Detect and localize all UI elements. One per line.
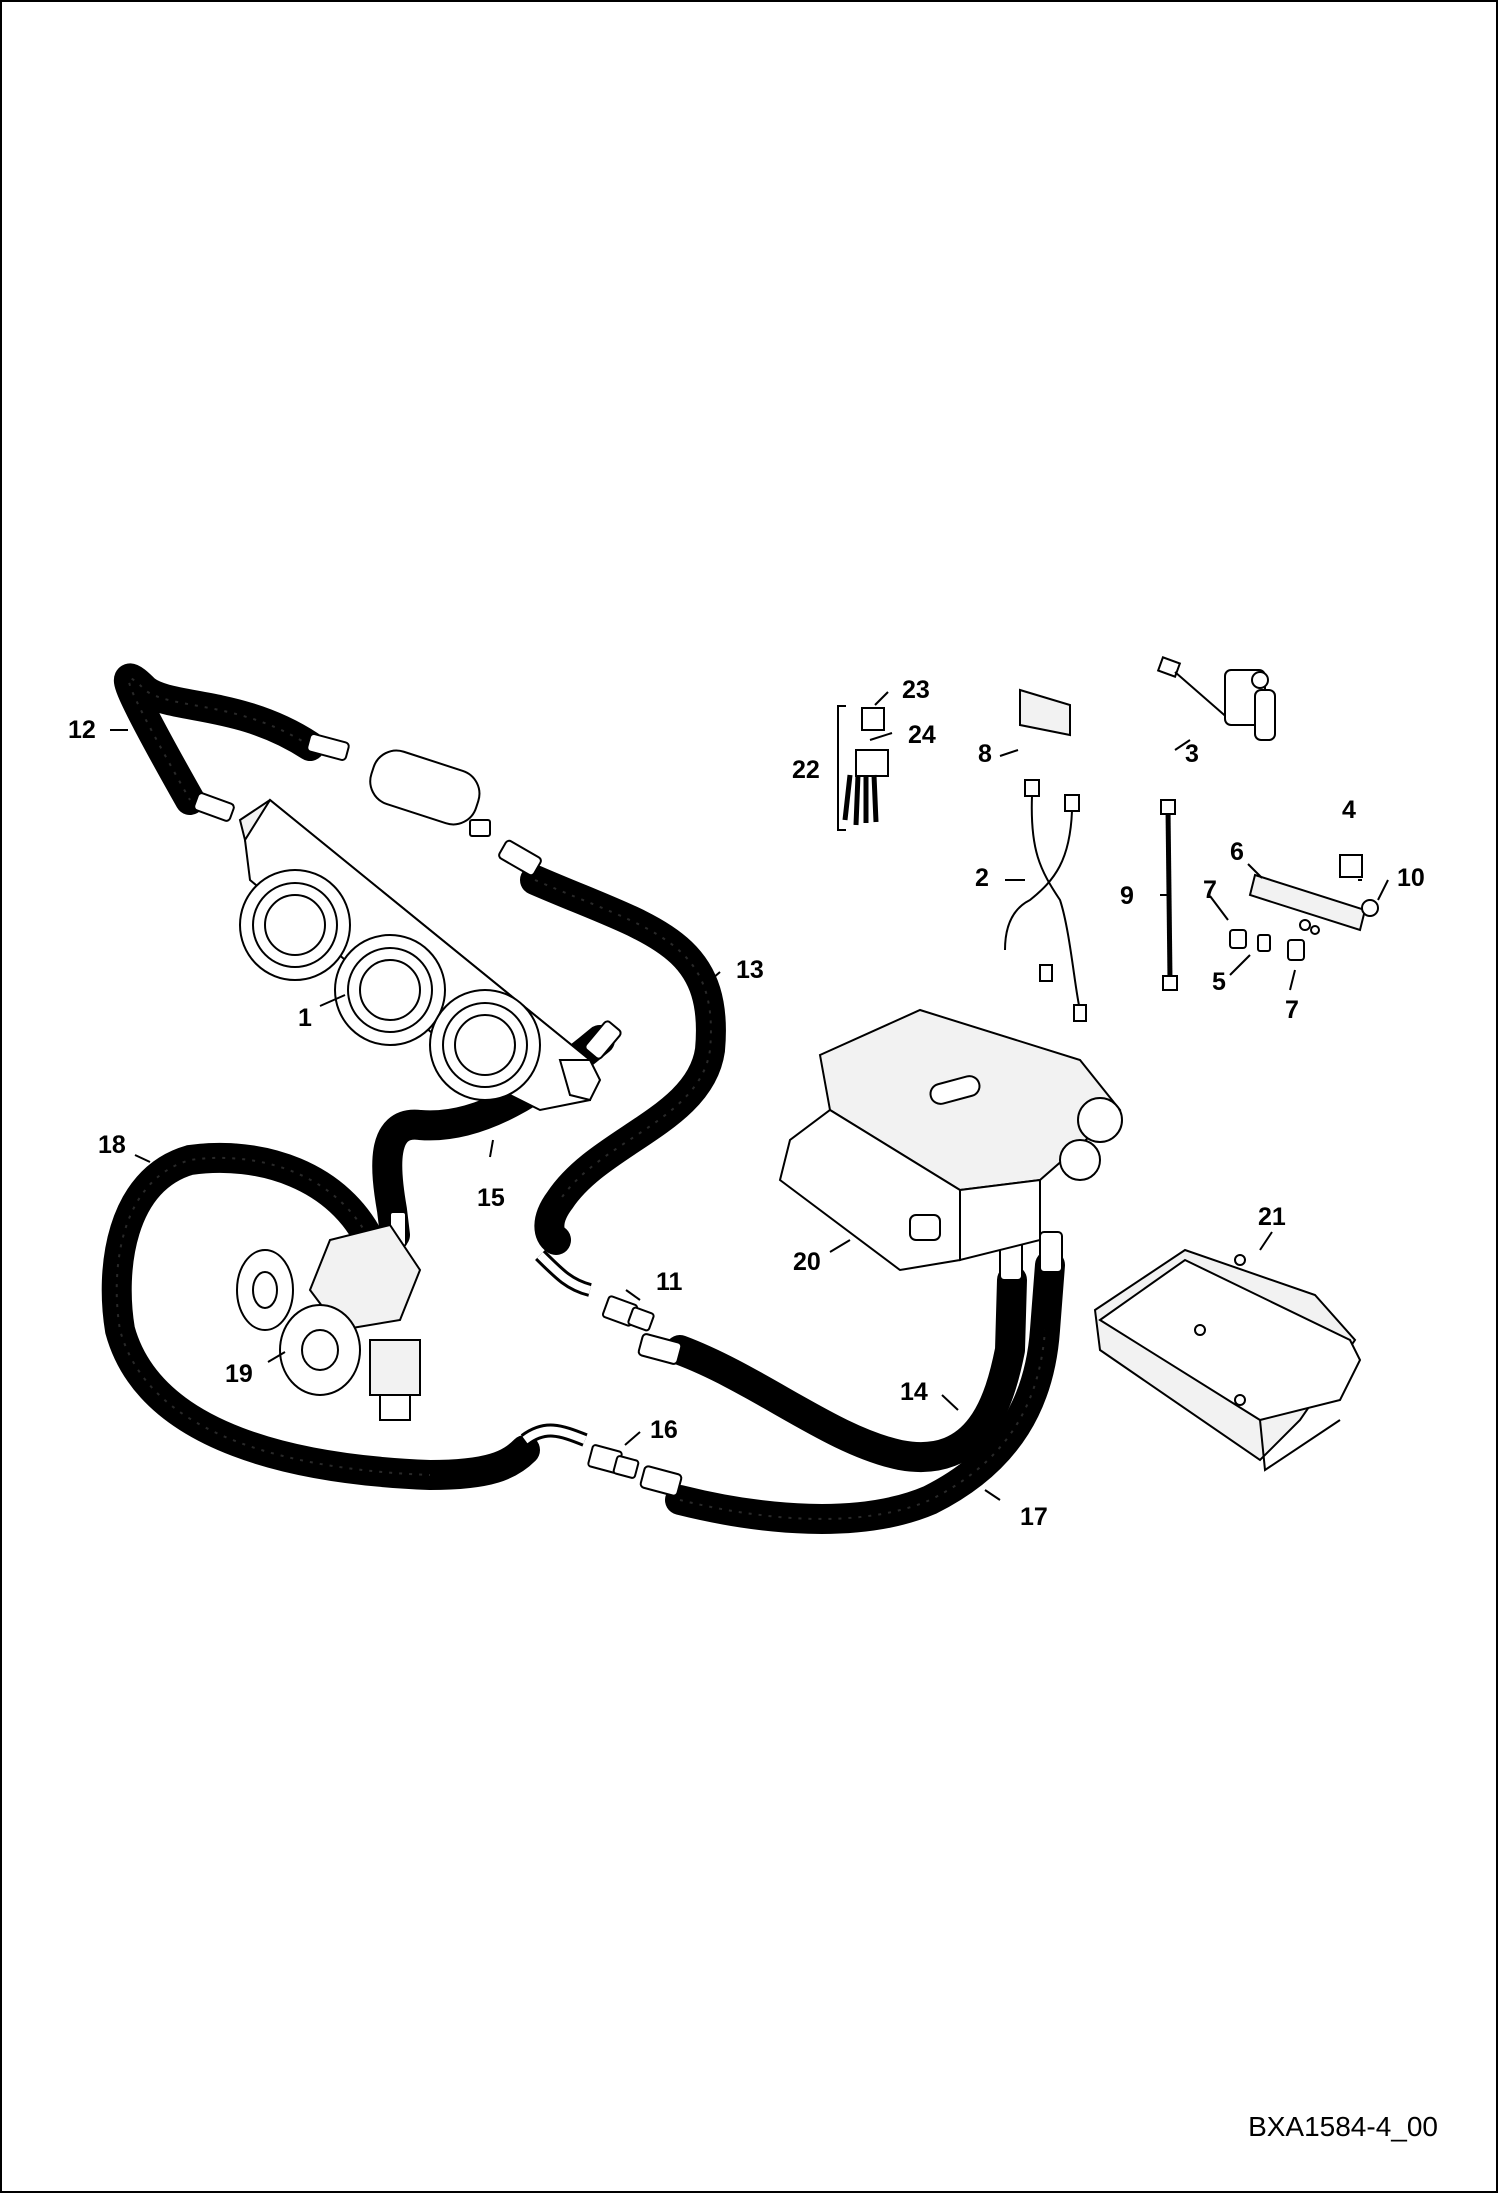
- callout-12: 12: [68, 716, 96, 744]
- fitting-15: [584, 1020, 622, 1060]
- callout-6: 6: [1230, 838, 1244, 866]
- callout-22: 22: [792, 756, 820, 784]
- callout-15: 15: [477, 1184, 505, 1212]
- switch-4: [1339, 854, 1363, 878]
- callout-3: 3: [1185, 740, 1199, 768]
- kit-bracket-22: [837, 705, 846, 831]
- fitting-14: [637, 1333, 683, 1365]
- callout-21: 21: [1258, 1203, 1286, 1231]
- condenser-assembly: [238, 798, 602, 1112]
- relay-socket-harness: [842, 749, 889, 826]
- callout-23: 23: [902, 676, 930, 704]
- nut-10: [1361, 899, 1379, 917]
- callout-2: 2: [975, 864, 989, 892]
- relay: [861, 707, 885, 731]
- fitting-13: [498, 839, 542, 877]
- callout-19: 19: [225, 1360, 253, 1388]
- connector-11: [601, 1295, 655, 1332]
- drip-tray: [1093, 1248, 1362, 1472]
- evaporator-heater-unit: [778, 1008, 1123, 1272]
- drawing-id: BXA1584-4_00: [1248, 2111, 1438, 2142]
- callout-11: 11: [656, 1268, 683, 1296]
- knob-7a: [1229, 929, 1247, 949]
- hose-18: [101, 1142, 540, 1490]
- compressor: [236, 1223, 422, 1421]
- callout-17: 17: [1020, 1503, 1048, 1531]
- callout-13: 13: [736, 956, 764, 984]
- callout-4: 4: [1342, 796, 1356, 824]
- fitting-17-top: [1039, 1231, 1063, 1273]
- callout-14: 14: [900, 1378, 928, 1406]
- fitting-12b: [193, 792, 235, 822]
- wire-harness: [1004, 779, 1087, 1022]
- callout-7-upper: 7: [1203, 876, 1217, 904]
- callout-9: 9: [1120, 882, 1134, 910]
- hose-14: [665, 1265, 1027, 1472]
- callout-20: 20: [793, 1248, 821, 1276]
- callout-5: 5: [1212, 968, 1226, 996]
- water-valve: [1156, 656, 1276, 741]
- callout-18: 18: [98, 1131, 126, 1159]
- receiver-drier: [369, 749, 491, 837]
- switch-plate: [1248, 873, 1367, 932]
- fuse-block: [1019, 688, 1071, 737]
- callout-16: 16: [650, 1416, 678, 1444]
- callout-10: 10: [1397, 864, 1425, 892]
- callout-24: 24: [908, 721, 936, 749]
- callout-1: 1: [298, 1004, 312, 1032]
- fitting-12a: [306, 733, 350, 761]
- knob-5: [1257, 934, 1271, 952]
- callout-7-lower: 7: [1285, 996, 1299, 1024]
- connector-16: [587, 1444, 640, 1479]
- knob-7b: [1287, 939, 1305, 961]
- callout-8: 8: [978, 740, 992, 768]
- fitting-17: [639, 1465, 683, 1497]
